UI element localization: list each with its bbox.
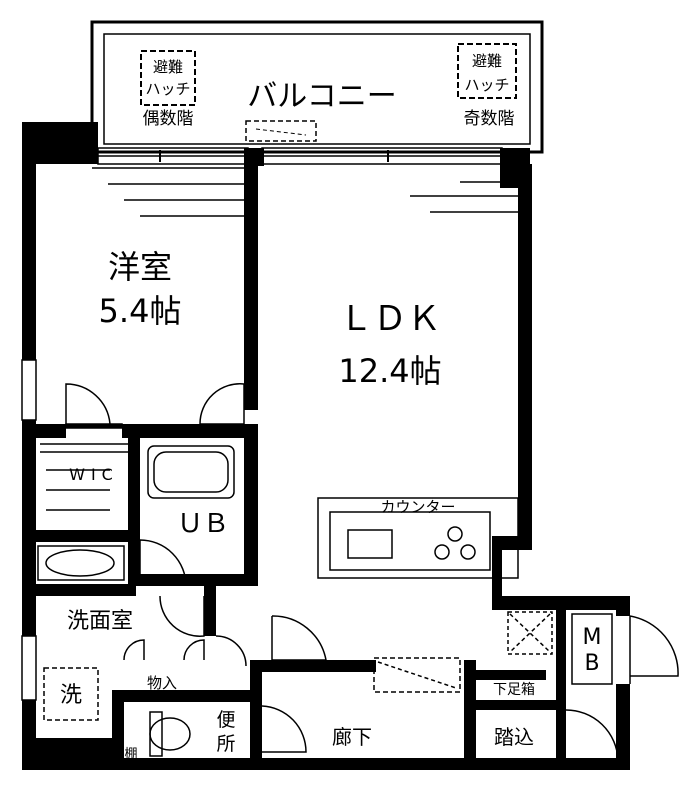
evacuation-hatch-left bbox=[140, 50, 196, 106]
entrance-label: 踏込 bbox=[494, 725, 534, 749]
shelf-lines bbox=[46, 167, 518, 511]
window-sashes bbox=[97, 147, 503, 165]
hatch-left-line1: 避難 bbox=[153, 58, 183, 76]
ldk-label: ＬＤＫ bbox=[339, 299, 441, 339]
meter-box-label-1: M bbox=[583, 625, 602, 650]
washer-label: 洗 bbox=[60, 683, 82, 708]
unit-bath-label: ＵＢ bbox=[177, 509, 229, 539]
meter-box-label-2: B bbox=[584, 651, 599, 676]
hatch-left-line3: 偶数階 bbox=[143, 109, 194, 129]
wic-label: WIC bbox=[69, 465, 119, 484]
western-room-size: 5.4帖 bbox=[99, 292, 182, 330]
balcony-area bbox=[90, 20, 544, 154]
ldk-size: 12.4帖 bbox=[338, 352, 441, 390]
walls bbox=[22, 122, 630, 770]
balcony-label: バルコニー bbox=[247, 79, 396, 114]
hatch-right-line2: ハッチ bbox=[464, 76, 509, 94]
door-swings bbox=[65, 383, 679, 761]
shelf-label: 棚 bbox=[124, 747, 137, 762]
hatch-right-line1: 避難 bbox=[472, 52, 502, 70]
hatch-right-line3: 奇数階 bbox=[464, 109, 515, 129]
storage-label: 物入 bbox=[147, 674, 177, 692]
hallway-label: 廊下 bbox=[332, 725, 372, 749]
toilet-label-1: 便 bbox=[216, 709, 235, 731]
western-room-label: 洋室 bbox=[108, 248, 172, 286]
toilet-label-2: 所 bbox=[216, 733, 235, 755]
hatch-left-line2: ハッチ bbox=[145, 80, 190, 98]
shoe-box-label: 下足箱 bbox=[493, 682, 535, 698]
fixtures bbox=[21, 359, 613, 757]
evacuation-hatch-right bbox=[457, 43, 517, 99]
counter-label: カウンター bbox=[380, 498, 455, 516]
balcony-drain bbox=[245, 120, 317, 142]
washroom-label: 洗面室 bbox=[67, 609, 133, 634]
